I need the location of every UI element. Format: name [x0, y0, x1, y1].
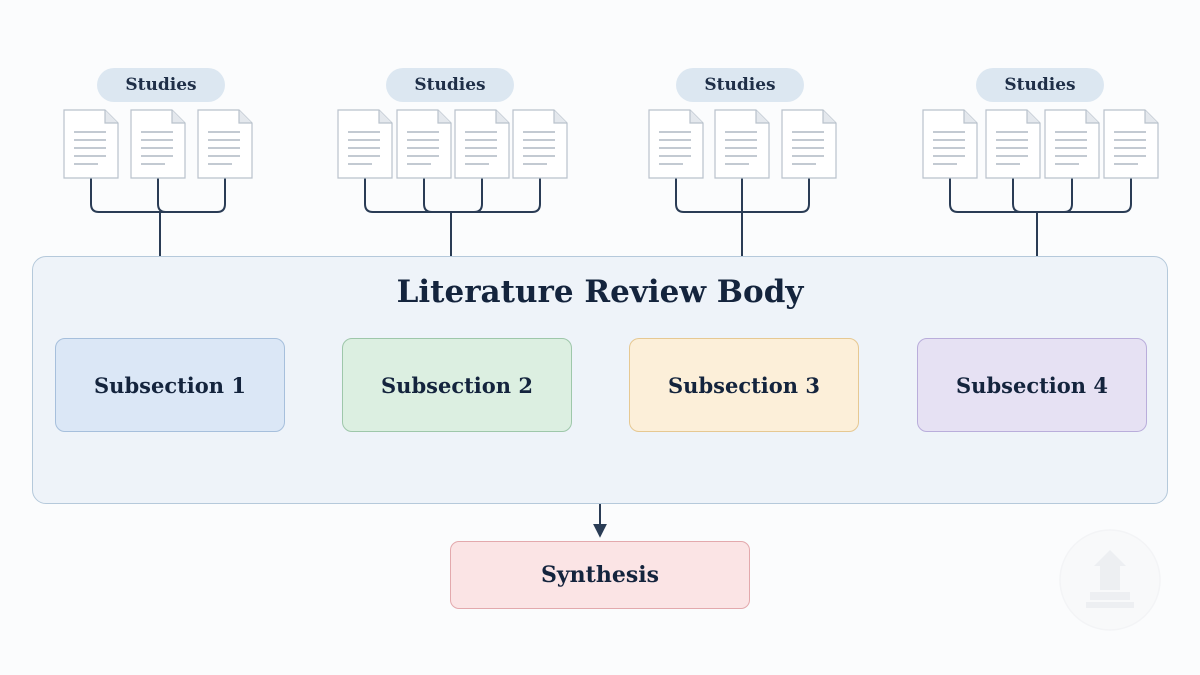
document-icon [197, 109, 253, 179]
studies-label-4: Studies [976, 68, 1104, 102]
study-connector [1122, 178, 1132, 213]
study-connector [364, 178, 374, 213]
document-icon [922, 109, 978, 179]
document-icon [337, 109, 393, 179]
subsection-3-box: Subsection 3 [629, 338, 859, 432]
study-connector [531, 178, 541, 213]
watermark-logo-icon [1059, 529, 1161, 631]
document-icon [512, 109, 568, 179]
studies-label-3: Studies [676, 68, 804, 102]
document-icon [781, 109, 837, 179]
document-icon [454, 109, 510, 179]
diagram-title: Literature Review Body [396, 274, 804, 310]
document-icon [1044, 109, 1100, 179]
document-icon [63, 109, 119, 179]
subsection-1-box: Subsection 1 [55, 338, 285, 432]
document-icon [1103, 109, 1159, 179]
document-icon [985, 109, 1041, 179]
document-icon [130, 109, 186, 179]
study-connector [675, 178, 685, 213]
document-icon [396, 109, 452, 179]
document-icon [714, 109, 770, 179]
subsection-2-box: Subsection 2 [342, 338, 572, 432]
study-connector [216, 178, 226, 213]
study-connector [800, 178, 810, 213]
synthesis-box: Synthesis [450, 541, 750, 609]
studies-label-1: Studies [97, 68, 225, 102]
study-connector [90, 178, 100, 213]
studies-label-2: Studies [386, 68, 514, 102]
document-icon [648, 109, 704, 179]
study-connector [949, 178, 959, 213]
subsection-4-box: Subsection 4 [917, 338, 1147, 432]
